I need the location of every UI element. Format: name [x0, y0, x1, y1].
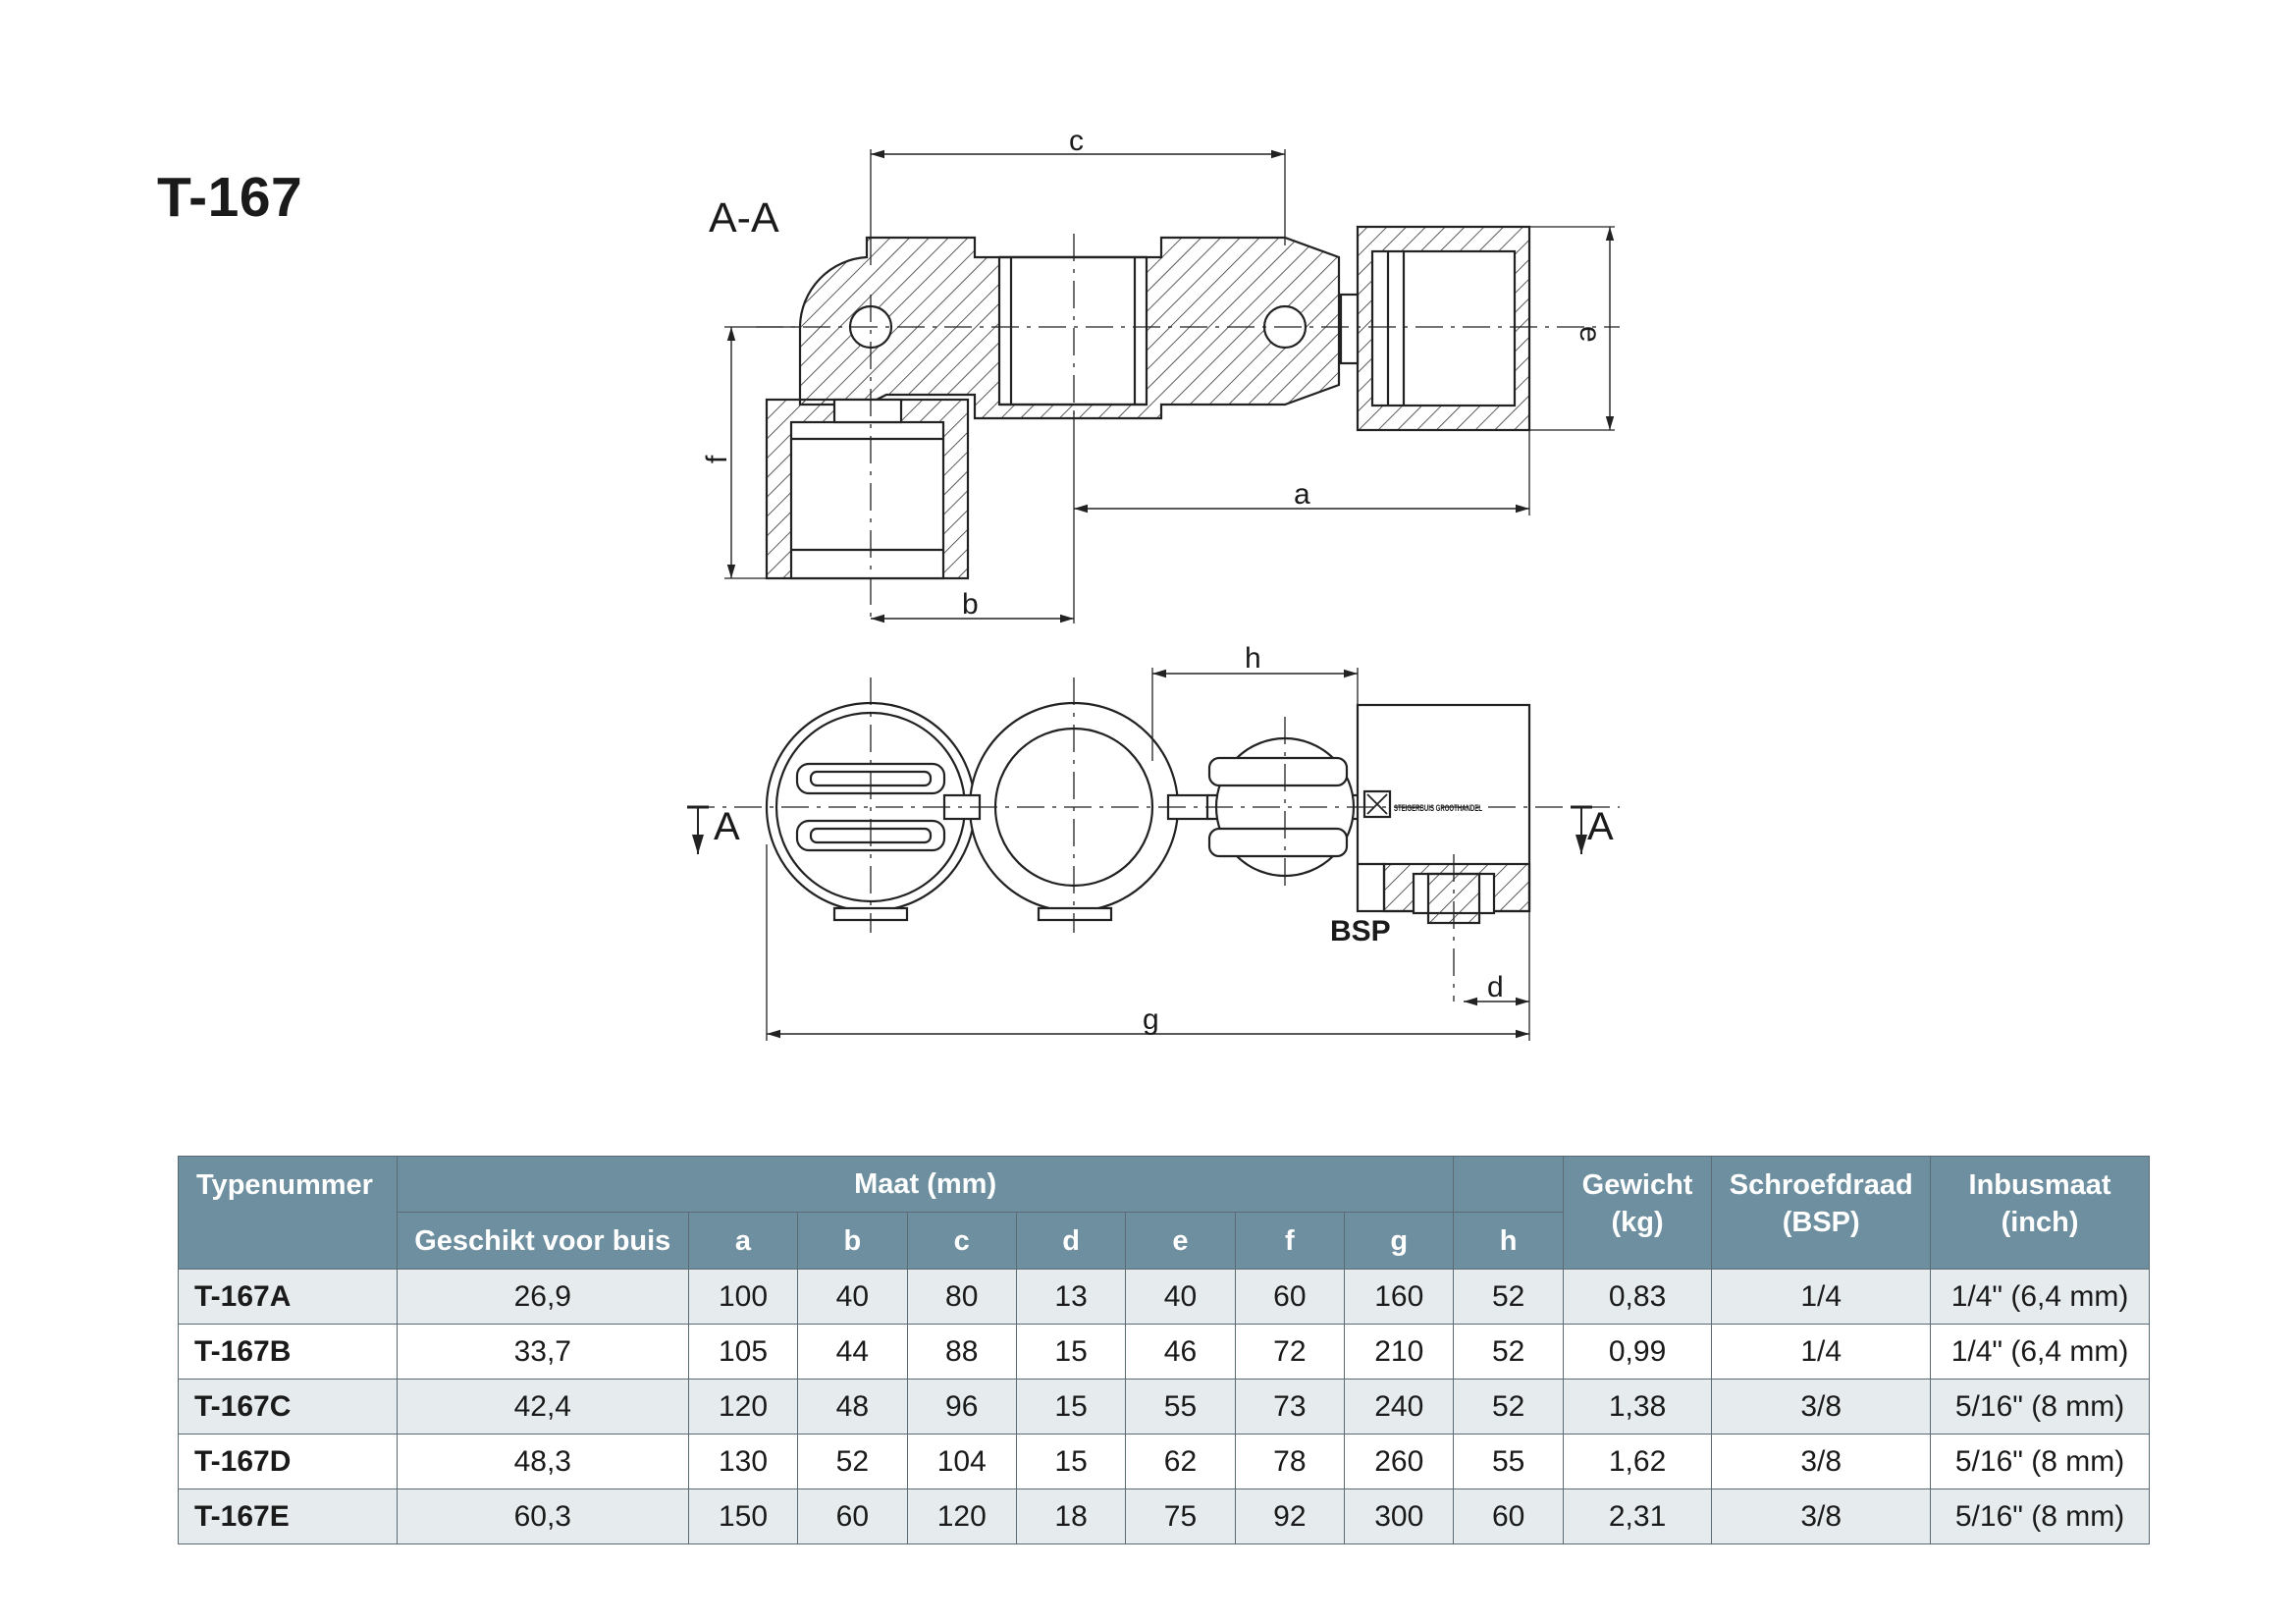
table-row: T-167D 48,3 130 52 104 15 62 78 260 55 1…: [178, 1434, 2150, 1489]
svg-text:A: A: [714, 805, 740, 848]
header-c: c: [906, 1212, 1017, 1270]
header-d: d: [1015, 1212, 1127, 1270]
table-row: T-167A 26,9 100 40 80 13 40 60 160 52 0,…: [178, 1269, 2150, 1325]
section-label: A-A: [709, 194, 779, 242]
header-f: f: [1234, 1212, 1346, 1270]
svg-text:A: A: [1587, 805, 1614, 848]
header-g: g: [1344, 1212, 1455, 1270]
header-inbusmaat: Inbusmaat (inch): [1930, 1156, 2150, 1270]
table-row: T-167C 42,4 120 48 96 15 55 73 240 52 1,…: [178, 1379, 2150, 1435]
header-spacer: [1453, 1156, 1564, 1213]
header-a: a: [687, 1212, 799, 1270]
svg-text:g: g: [1143, 1003, 1159, 1036]
svg-text:f: f: [701, 455, 733, 463]
header-h: h: [1453, 1212, 1564, 1270]
svg-text:h: h: [1245, 642, 1261, 675]
svg-text:a: a: [1294, 478, 1310, 511]
spec-table: Typenummer Maat (mm) Gewicht (kg) Schroe…: [178, 1156, 2150, 1544]
technical-drawing: A-A c e: [687, 125, 1620, 1041]
bsp-label: BSP: [1330, 915, 1391, 947]
section-view: A-A c e: [701, 125, 1620, 623]
top-view: STEIGERBUIS GROOTHANDEL A A BSP h d g: [687, 642, 1620, 1041]
svg-text:e: e: [1574, 326, 1606, 343]
svg-text:c: c: [1069, 125, 1084, 157]
table-row: T-167E 60,3 150 60 120 18 75 92 300 60 2…: [178, 1489, 2150, 1544]
header-typenummer: Typenummer: [178, 1156, 398, 1270]
header-e: e: [1125, 1212, 1236, 1270]
product-title: T-167: [157, 166, 303, 229]
header-buis: Geschikt voor buis: [396, 1212, 689, 1270]
header-maat: Maat (mm): [396, 1156, 1455, 1213]
svg-text:b: b: [962, 588, 979, 621]
header-b: b: [797, 1212, 908, 1270]
header-gewicht: Gewicht (kg): [1562, 1156, 1713, 1270]
logo-text: STEIGERBUIS GROOTHANDEL: [1394, 803, 1482, 813]
header-schroefdraad: Schroefdraad (BSP): [1711, 1156, 1932, 1270]
svg-text:d: d: [1487, 971, 1504, 1003]
table-row: T-167B 33,7 105 44 88 15 46 72 210 52 0,…: [178, 1324, 2150, 1380]
